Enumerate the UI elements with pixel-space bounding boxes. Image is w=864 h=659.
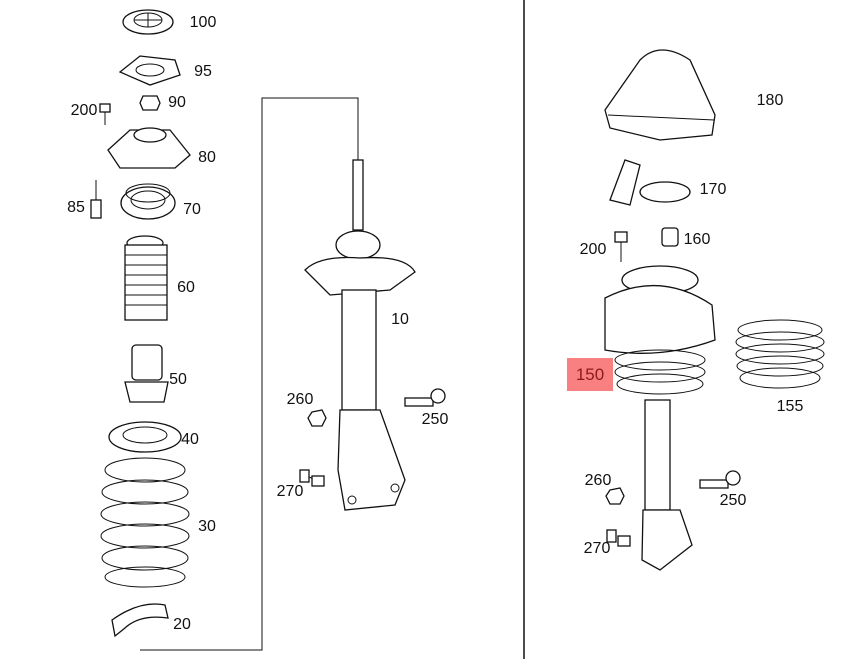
label-60[interactable]: 60	[177, 279, 195, 296]
label-90[interactable]: 90	[168, 94, 186, 111]
label-30[interactable]: 30	[198, 518, 216, 535]
label-80[interactable]: 80	[198, 149, 216, 166]
label-95[interactable]: 95	[194, 63, 212, 80]
label-200-right[interactable]: 200	[579, 241, 607, 258]
part-90-nut[interactable]	[139, 95, 161, 111]
label-270[interactable]: 270	[276, 483, 304, 500]
part-170-bracket[interactable]	[609, 159, 691, 206]
part-200-bolt[interactable]	[99, 103, 111, 125]
part-260-nut-right[interactable]	[605, 487, 625, 505]
label-170[interactable]: 170	[699, 181, 727, 198]
label-50[interactable]: 50	[169, 371, 187, 388]
part-70-bearing[interactable]	[120, 183, 176, 220]
part-160-nut[interactable]	[661, 227, 679, 247]
part-50-bump-stop[interactable]	[124, 344, 169, 403]
part-95-plate[interactable]	[118, 55, 181, 86]
part-60-bellows[interactable]	[124, 235, 168, 321]
part-250-bolt[interactable]	[404, 388, 446, 407]
part-20-spring-seat[interactable]	[111, 603, 169, 638]
label-200[interactable]: 200	[70, 102, 98, 119]
label-250[interactable]: 250	[421, 411, 449, 428]
label-260-right[interactable]: 260	[584, 472, 612, 489]
label-40[interactable]: 40	[181, 431, 199, 448]
part-250-bolt-right[interactable]	[699, 470, 741, 489]
part-200-bolt-right[interactable]	[614, 231, 628, 262]
part-260-nut[interactable]	[307, 409, 327, 427]
label-250-right[interactable]: 250	[719, 492, 747, 509]
part-180-cover[interactable]	[604, 49, 716, 141]
label-10[interactable]: 10	[391, 311, 409, 328]
part-155-bellows[interactable]	[735, 319, 825, 389]
part-270-bolt[interactable]	[299, 469, 325, 487]
label-20[interactable]: 20	[173, 616, 191, 633]
label-260[interactable]: 260	[286, 391, 314, 408]
part-85-stud[interactable]	[90, 180, 102, 219]
part-10-shock-absorber[interactable]	[304, 140, 416, 511]
label-160[interactable]: 160	[683, 231, 711, 248]
part-270-bolt-right[interactable]	[606, 529, 631, 547]
part-40-spring-pad[interactable]	[108, 421, 182, 453]
label-100[interactable]: 100	[189, 14, 217, 31]
label-180[interactable]: 180	[756, 92, 784, 109]
label-270-right[interactable]: 270	[583, 540, 611, 557]
label-85[interactable]: 85	[67, 199, 85, 216]
label-70[interactable]: 70	[183, 201, 201, 218]
part-100-cap[interactable]	[122, 9, 174, 35]
part-30-coil-spring[interactable]	[100, 457, 190, 588]
label-155[interactable]: 155	[776, 398, 804, 415]
highlighted-label-150[interactable]: 150	[567, 358, 613, 391]
assembly-connector-line	[140, 97, 359, 651]
part-80-strut-mount[interactable]	[107, 127, 191, 169]
part-150-air-strut[interactable]	[604, 265, 716, 571]
